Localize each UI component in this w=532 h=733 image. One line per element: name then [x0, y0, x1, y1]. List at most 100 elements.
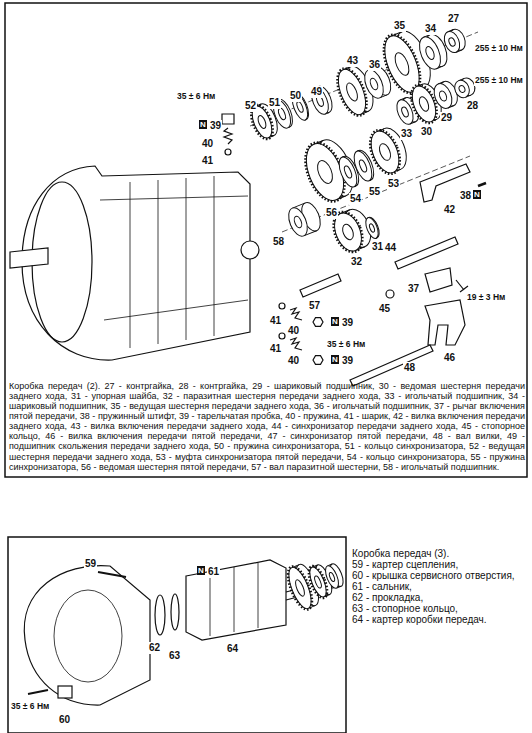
callout-number: 57: [308, 300, 321, 312]
callout-number: 32: [350, 256, 363, 268]
gear-hub: [438, 90, 448, 102]
callout-number: 40: [201, 138, 214, 150]
callout-number: 60: [58, 714, 71, 726]
callout-number: 48: [403, 362, 416, 374]
callout-number: 33: [400, 128, 413, 140]
callout-number: 39: [341, 317, 354, 329]
new-part-mark: N: [331, 317, 339, 326]
panel-frame: [8, 537, 346, 733]
panel-frame: [5, 3, 527, 477]
callout-number: 38: [459, 190, 472, 202]
gear-front-face: [431, 81, 456, 111]
callout-number: 61: [207, 566, 220, 578]
gear: [364, 123, 412, 178]
reverse-synchronizer-shaft: [395, 237, 458, 269]
idler-shaft: [300, 274, 341, 297]
bearing-ring: [363, 216, 381, 241]
gear-hub: [392, 51, 411, 77]
gear-hub: [256, 114, 267, 129]
caption-line: 59 - картер сцепления,: [352, 559, 458, 570]
ball: [225, 149, 231, 155]
ball: [279, 303, 285, 309]
caption-line: 63 - стопорное кольцо,: [352, 603, 458, 614]
callout-number: 42: [443, 204, 456, 216]
callout-number: 63: [168, 650, 181, 662]
gear-front-face: [308, 85, 331, 116]
gear-front-face: [323, 564, 341, 590]
gear-back-face: [364, 216, 382, 240]
caption-text: Коробка передач (2). 27 - контргайка, 28…: [9, 381, 525, 472]
bolt: [98, 572, 126, 577]
service-cover: [58, 686, 72, 698]
new-part-mark: N: [331, 355, 339, 364]
gearbox-case: [186, 560, 286, 640]
gear-hub: [458, 85, 466, 94]
spring-pin: [478, 183, 486, 186]
bearing-ring: [323, 562, 346, 590]
torque-value: 255 ± 10 Нм: [474, 44, 524, 54]
input-shaft: [10, 248, 48, 268]
gear-hub: [341, 223, 356, 241]
spring: [290, 308, 302, 320]
callout-number: 58: [272, 236, 285, 248]
gear-hub: [294, 579, 307, 598]
callout-number: 52: [244, 100, 257, 112]
gear-hub: [417, 95, 430, 112]
callout-number: 37: [407, 283, 420, 295]
bolt: [28, 690, 48, 694]
plug-spring: [222, 114, 234, 144]
callout-number: 39: [341, 355, 354, 367]
clutch-housing: [24, 566, 150, 705]
axis-line: [250, 32, 478, 232]
callout-number: 36: [368, 59, 381, 71]
callout-number: 27: [447, 13, 460, 25]
gear-hub: [328, 572, 335, 582]
caption-line: 60 - крышка сервисного отверстия,: [352, 570, 515, 581]
caption-line: 62 - прокладка,: [352, 592, 423, 603]
gear-hub: [313, 575, 322, 589]
callout-number: 31: [371, 241, 384, 253]
callout-number: 45: [378, 303, 391, 315]
callout-number: 54: [349, 193, 362, 205]
caption-line: 61 - сальник,: [352, 581, 412, 592]
gear-hub: [277, 107, 287, 120]
torque-value: 35 ± 6 Нм: [176, 92, 216, 102]
stop-ring: [171, 594, 179, 630]
gear-front-face: [415, 34, 444, 72]
bearing-ring: [285, 200, 324, 239]
gear-hub: [296, 101, 305, 113]
gear-front-face: [363, 216, 381, 240]
gear-hub: [343, 165, 353, 179]
bearing-ring: [308, 84, 335, 117]
gear-hub: [315, 158, 336, 185]
callout-number: 40: [287, 325, 300, 337]
callout-number: 43: [346, 55, 359, 67]
gear-front-face: [441, 29, 462, 55]
gear-front-face: [361, 67, 387, 101]
gear-hub: [448, 37, 456, 47]
gear-front-face: [285, 205, 311, 239]
transmission-housing: [22, 166, 250, 360]
fork-shaft: [350, 345, 433, 386]
callout-number: 62: [148, 642, 161, 654]
callout-number: 50: [289, 90, 302, 102]
gear-hub: [358, 159, 368, 173]
gasket: [155, 595, 165, 635]
callout-number: 46: [443, 352, 456, 364]
new-part-mark: N: [199, 120, 207, 129]
torque-value: 255 ± 10 Нм: [474, 76, 524, 86]
callout-number: 40: [287, 355, 300, 367]
callout-number: 41: [269, 315, 282, 327]
ball: [279, 333, 285, 339]
bearing-ring: [441, 27, 468, 55]
torque-value: 35 ± 6 Нм: [10, 702, 50, 712]
fifth-gear-lever: [425, 268, 452, 292]
torque-value: 35 ± 6 Нм: [326, 340, 366, 350]
caption-line: 64 - картер коробки передач.: [352, 614, 487, 625]
callout-number: 30: [420, 126, 433, 138]
housing-bore: [54, 590, 122, 682]
callout-number: 28: [466, 100, 479, 112]
housing-rib: [100, 176, 248, 348]
callout-number: 51: [268, 97, 281, 109]
gear-hub: [369, 77, 379, 91]
